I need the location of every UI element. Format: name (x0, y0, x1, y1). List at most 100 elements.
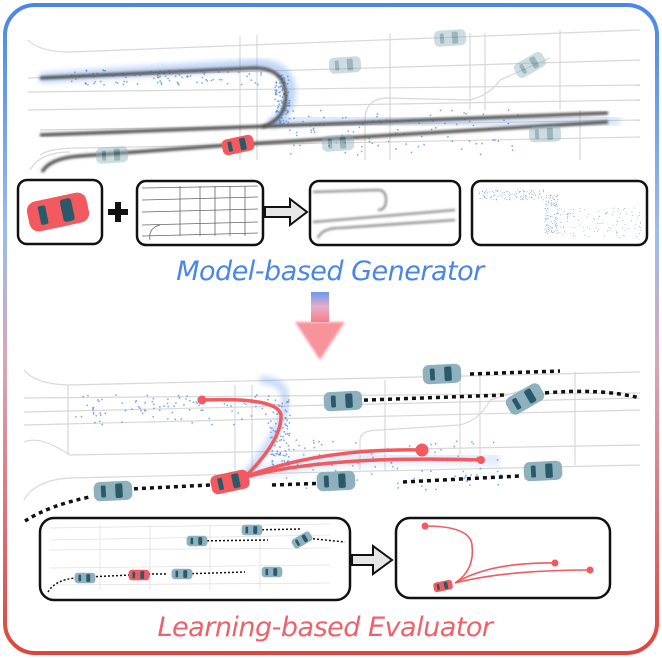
trajectory-point (101, 423, 104, 426)
trajectory-point (554, 220, 556, 222)
trajectory-point (584, 234, 586, 236)
trajectory-fan-straight (268, 109, 621, 134)
trajectory-point (568, 212, 570, 214)
trajectory-point (616, 224, 618, 226)
trajectory-point (289, 153, 292, 155)
trajectory-point (282, 436, 284, 438)
trajectory-point (497, 191, 499, 193)
trajectory-point (156, 81, 159, 84)
trajectory-point (245, 403, 247, 406)
trajectory-point (137, 405, 140, 408)
trajectory-point (421, 470, 423, 472)
trajectory-point (554, 222, 556, 224)
trajectory-straight (243, 457, 484, 479)
down-arrow-icon (295, 292, 345, 360)
trajectory-point (595, 226, 597, 228)
trajectory-point (542, 191, 544, 193)
trajectory-point (334, 469, 337, 472)
trajectory-fan (241, 376, 290, 480)
trajectory-point (557, 209, 559, 211)
trajectory-point (174, 75, 177, 78)
trajectory-point (278, 82, 281, 84)
trajectory-point (574, 235, 576, 237)
trajectory-point (556, 229, 558, 231)
trajectory-point (635, 223, 637, 225)
trajectory-point (271, 427, 273, 430)
trajectory-point (277, 403, 280, 406)
trajectory-point (583, 230, 585, 232)
trajectory-point (519, 190, 521, 192)
trajectory-point (302, 453, 305, 456)
trajectory-point (97, 400, 100, 403)
trajectory-point (578, 220, 580, 222)
sampled-trajectories-panel (470, 179, 649, 247)
trajectory-point (281, 96, 284, 99)
trajectory-point (455, 440, 458, 443)
trajectory-point (260, 71, 263, 74)
trajectory-point (511, 145, 514, 147)
trajectory-point (545, 229, 547, 231)
trajectory-point (201, 409, 204, 411)
trajectory-point (274, 91, 277, 94)
trajectory-point (546, 215, 548, 217)
trajectory-point (186, 76, 189, 78)
trajectory-point (638, 214, 640, 216)
trajectory-point (313, 446, 316, 449)
trajectory-point (617, 220, 619, 222)
reference-path-panel (308, 179, 462, 247)
trajectory-point (271, 453, 274, 456)
trajectory-point (279, 454, 282, 456)
trajectory-point (466, 480, 468, 483)
trajectory-point (481, 190, 483, 192)
trajectory-point (601, 222, 603, 224)
trajectory-point (557, 205, 559, 207)
trajectory-point (617, 209, 619, 211)
trajectory-point (163, 405, 165, 407)
trajectory-point (557, 211, 559, 213)
trajectory-point (230, 405, 233, 407)
trajectory-point (640, 221, 642, 223)
plus-icon (108, 202, 128, 222)
trajectory-point (465, 474, 467, 477)
trajectory-point (543, 189, 545, 191)
trajectory-point (241, 418, 243, 421)
trajectory-point (277, 105, 280, 108)
trajectory-point (166, 417, 169, 420)
trajectory-point (243, 402, 246, 405)
trajectory-point (579, 210, 581, 212)
trajectory-point (160, 83, 163, 86)
trajectory-point (492, 198, 494, 200)
trajectory-point (479, 467, 482, 470)
trajectory-point (282, 100, 284, 103)
trajectory-point (583, 209, 585, 211)
trajectory-point (526, 196, 528, 198)
trajectory-point (545, 224, 547, 226)
trajectory-point (173, 405, 175, 408)
trajectory-point (556, 217, 558, 219)
trajectory-point (607, 211, 609, 213)
trajectory-point (556, 202, 558, 204)
trajectory-point (554, 219, 556, 221)
trajectory-point (284, 454, 287, 457)
trajectory-point (292, 110, 295, 112)
trajectory-point (417, 145, 420, 148)
trajectory-point (158, 406, 161, 408)
trajectory-point (276, 106, 279, 109)
trajectory-point (370, 473, 373, 476)
trajectory-point (280, 435, 282, 438)
trajectory-point (310, 131, 313, 134)
trajectory-point (529, 196, 531, 198)
trajectory-point (553, 230, 555, 232)
trajectory-point (558, 208, 560, 210)
trajectory-point (217, 71, 220, 73)
trajectory-point (542, 190, 544, 192)
trajectory-point (550, 230, 552, 232)
trajectory-point (562, 233, 564, 235)
trajectory-point (273, 444, 276, 447)
trajectory-point (483, 191, 485, 193)
trajectory-point (632, 214, 634, 216)
trajectory-point (387, 140, 390, 143)
trajectory-point (545, 200, 547, 202)
trajectory-point (559, 232, 561, 234)
